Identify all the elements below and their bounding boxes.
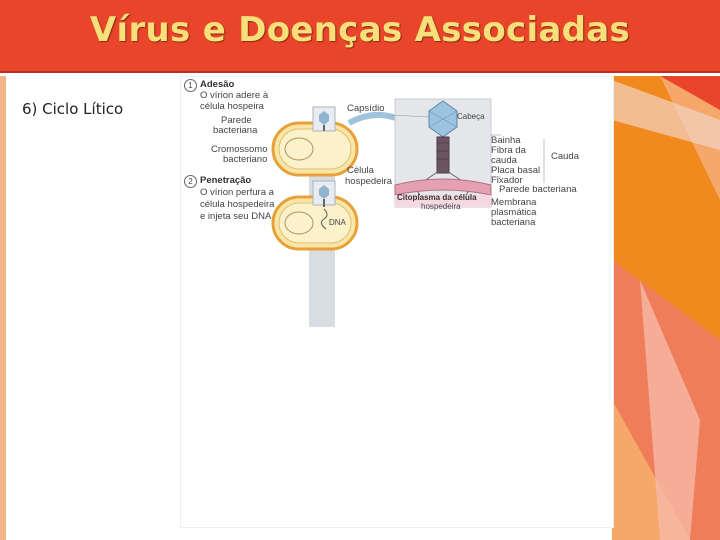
step1-number: 1 xyxy=(184,79,197,92)
lytic-cycle-diagram xyxy=(271,98,545,327)
label-parede-1: Parede xyxy=(221,115,252,126)
content-panel: 1 Adesão O vírion adere à célula hospeir… xyxy=(180,76,614,528)
label-cromossomo-2: bacteriano xyxy=(223,154,268,165)
title-bar: Vírus e Doenças Associadas xyxy=(0,0,720,73)
chromosome-2 xyxy=(284,211,314,235)
label-membrana-2: plasmática xyxy=(491,207,537,218)
label-fibra-2: cauda xyxy=(491,155,517,166)
label-cromossomo-1: Cromossomo xyxy=(211,144,268,155)
slide-subtitle: 6) Ciclo Lítico xyxy=(22,100,124,118)
phage-tail xyxy=(436,136,450,174)
step2-line2: célula hospedeira xyxy=(200,199,275,210)
label-dna: DNA xyxy=(329,218,346,227)
step2-line3: e injeta seu DNA xyxy=(200,211,272,222)
step1-line2: célula hospeira xyxy=(200,101,264,112)
label-celula-1: Célula xyxy=(347,165,374,176)
label-cabeca: Cabeça xyxy=(457,112,485,121)
label-celula-2: hospedeira xyxy=(345,176,393,187)
label-capsideo: Capsídio xyxy=(347,103,385,114)
step2-number: 2 xyxy=(184,175,197,188)
label-placa: Placa basal xyxy=(491,165,541,176)
label-citoplasma-1: Citoplasma da célula xyxy=(397,193,477,202)
step1-line1: O vírion adere à xyxy=(200,90,269,101)
label-parede-2: bacteriana xyxy=(213,125,258,136)
chromosome-1 xyxy=(284,137,314,161)
bacterium-1-inner xyxy=(278,128,352,170)
label-membrana-1: Membrana xyxy=(491,197,537,208)
label-fixador: Fixador xyxy=(491,175,523,186)
label-parede-bacteriana: Parede bacteriana xyxy=(499,184,577,195)
label-cauda: Cauda xyxy=(551,151,579,162)
step2-heading: Penetração xyxy=(200,175,252,186)
step1-heading: Adesão xyxy=(200,79,235,90)
slide-title: Vírus e Doenças Associadas xyxy=(89,10,631,50)
label-fibra-1: Fibra da xyxy=(491,145,526,156)
label-bainha: Bainha xyxy=(491,135,521,146)
label-membrana-3: bacteriana xyxy=(491,217,536,228)
label-citoplasma-2: hospedeira xyxy=(421,202,461,211)
step2-line1: O vírion perfura a xyxy=(200,187,274,198)
